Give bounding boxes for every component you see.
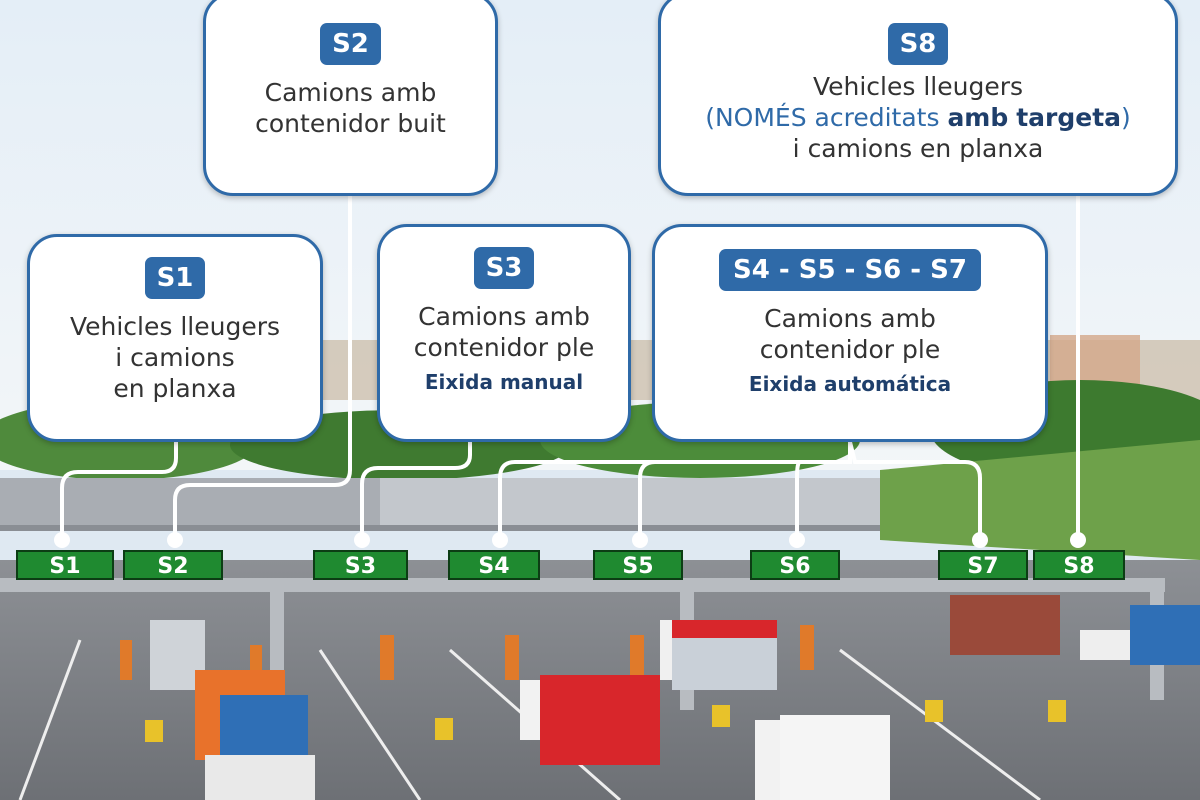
callout-s1: S1 Vehicles lleugers i camions en planxa: [27, 234, 323, 442]
trucks: [150, 595, 1200, 800]
callout-s8: S8 Vehicles lleugers (NOMÉS acreditats a…: [658, 0, 1178, 196]
lane-sign-s7: S7: [938, 550, 1028, 580]
connector-lines: [60, 194, 1080, 542]
grass: [880, 440, 1200, 560]
lane-sign-s3: S3: [313, 550, 408, 580]
lane-sign-s8: S8: [1033, 550, 1125, 580]
lane-sign-s6: S6: [750, 550, 840, 580]
lane-badge-s8: S8: [887, 23, 949, 65]
lane-sign-s5: S5: [593, 550, 683, 580]
callout-s4-s7: S4 - S5 - S6 - S7 Camions amb contenidor…: [652, 224, 1048, 442]
callout-s2: S2 Camions amb contenidor buit: [203, 0, 498, 196]
exit-mode-label: Eixida automática: [748, 372, 952, 396]
connector-dots: [54, 532, 1086, 548]
lane-sign-s2: S2: [123, 550, 223, 580]
lane-badge-s2: S2: [320, 23, 381, 65]
sign-gantry: [0, 578, 1165, 592]
callout-s4-s7-text: Camions amb contenidor ple Eixida automá…: [655, 303, 1045, 400]
lane-sign-s1: S1: [16, 550, 114, 580]
callout-s2-text: Camions amb contenidor buit: [255, 78, 446, 138]
toll-booths: [120, 625, 814, 680]
exit-mode-label: Eixida manual: [424, 370, 584, 394]
callout-s3: S3 Camions amb contenidor ple Eixida man…: [377, 224, 631, 442]
lane-sign-s4: S4: [448, 550, 540, 580]
callout-s8-text: Vehicles lleugers (NOMÉS acreditats amb …: [705, 72, 1131, 163]
callout-s3-text: Camions amb contenidor ple Eixida manual: [380, 301, 628, 398]
lane-badge-s1: S1: [144, 257, 206, 299]
callout-s1-text: Vehicles lleugers i camions en planxa: [69, 312, 281, 403]
lane-badge-s3: S3: [473, 247, 535, 289]
lane-badge-s4-s7: S4 - S5 - S6 - S7: [719, 249, 981, 291]
